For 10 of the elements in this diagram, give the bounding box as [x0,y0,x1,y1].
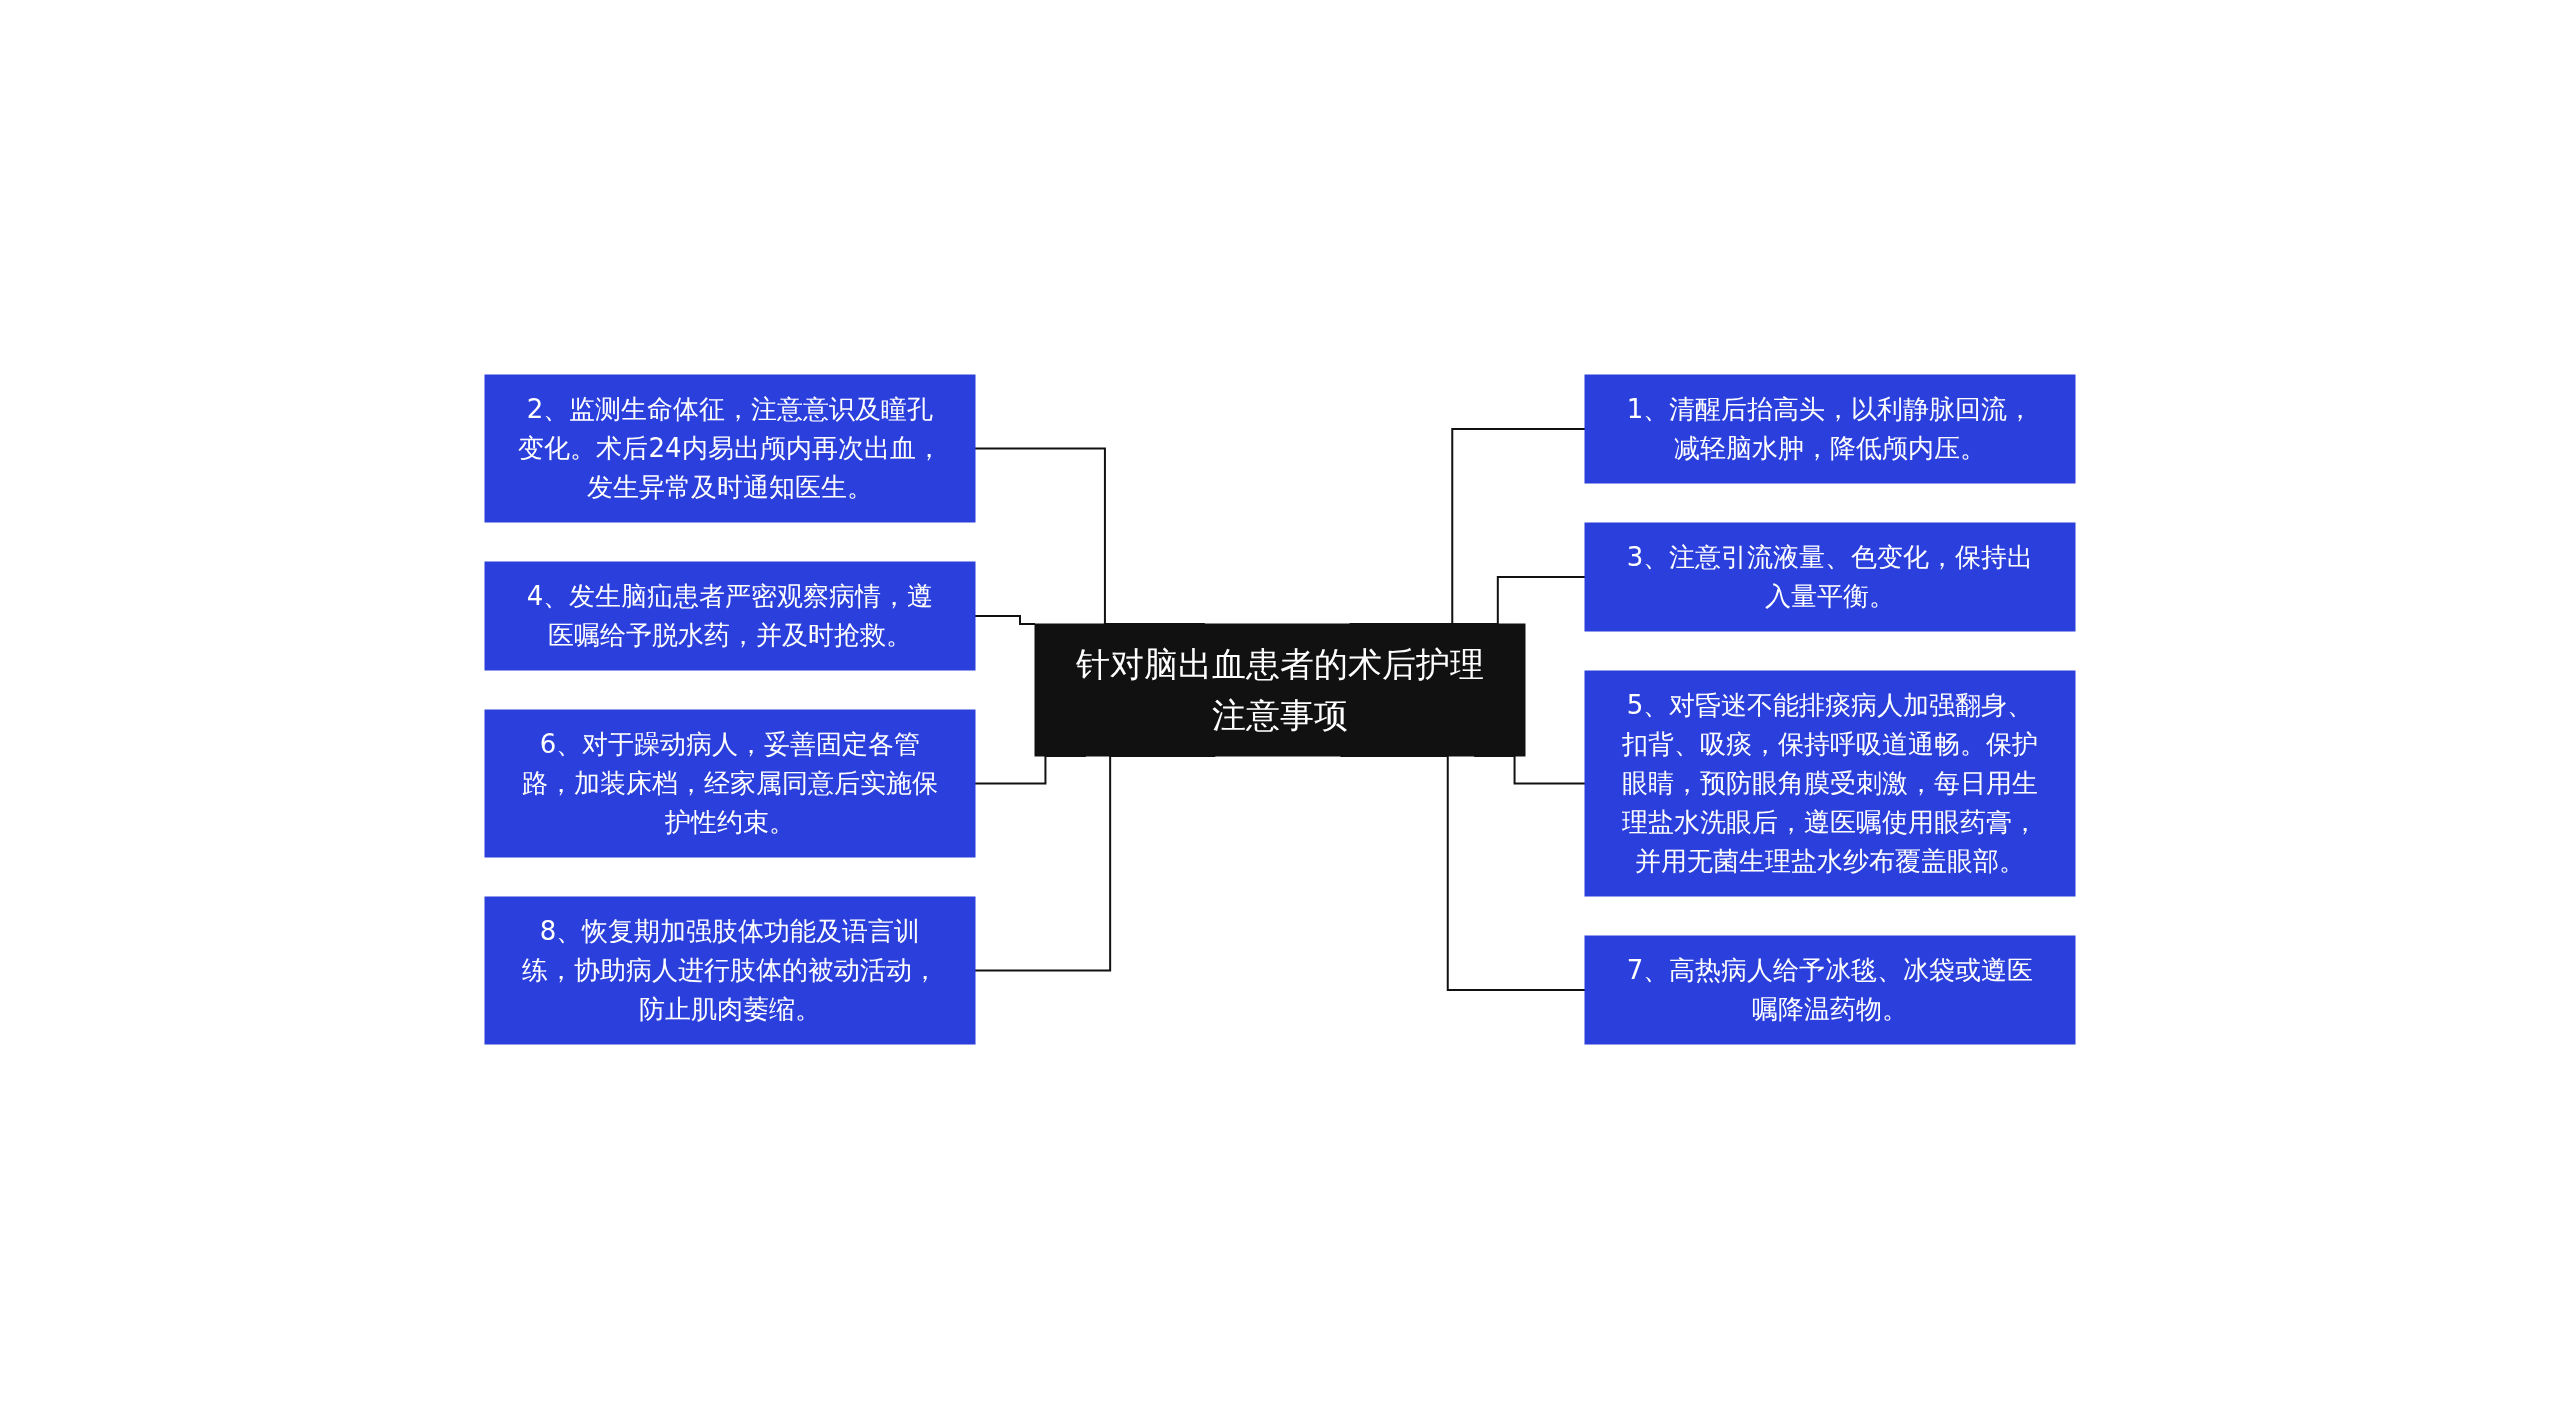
node-box: 1、清醒后抬高头，以利静脉回流，减轻脑水肿，降低颅内压。 [1584,374,2076,484]
node-box: 4、发生脑疝患者严密观察病情，遵医嘱给予脱水药，并及时抢救。 [484,561,976,671]
node-box: 3、注意引流液量、色变化，保持出入量平衡。 [1584,522,2076,632]
node-box: 5、对昏迷不能排痰病人加强翻身、扣背、吸痰，保持呼吸道通畅。保护眼睛，预防眼角膜受刺激，每日用生理盐水洗眼后，遵医嘱使用眼药膏，并用无菌生理盐水纱布覆盖眼部。 [1584,670,2076,897]
connector [974,615,1036,626]
node-box: 7、高热病人给予冰毯、冰袋或遵医嘱降温药物。 [1584,935,2076,1045]
node-box: 针对脑出血患者的术后护理注意事项 [1034,623,1526,757]
node-box: 8、恢复期加强肢体功能及语言训练，协助病人进行肢体的被动活动，防止肌肉萎缩。 [484,896,976,1045]
node-box: 2、监测生命体征，注意意识及瞳孔变化。术后24内易出颅内再次出血，发生异常及时通知医生。 [484,374,976,523]
node-box: 6、对于躁动病人，妥善固定各管路，加装床档，经家属同意后实施保护性约束。 [484,709,976,858]
